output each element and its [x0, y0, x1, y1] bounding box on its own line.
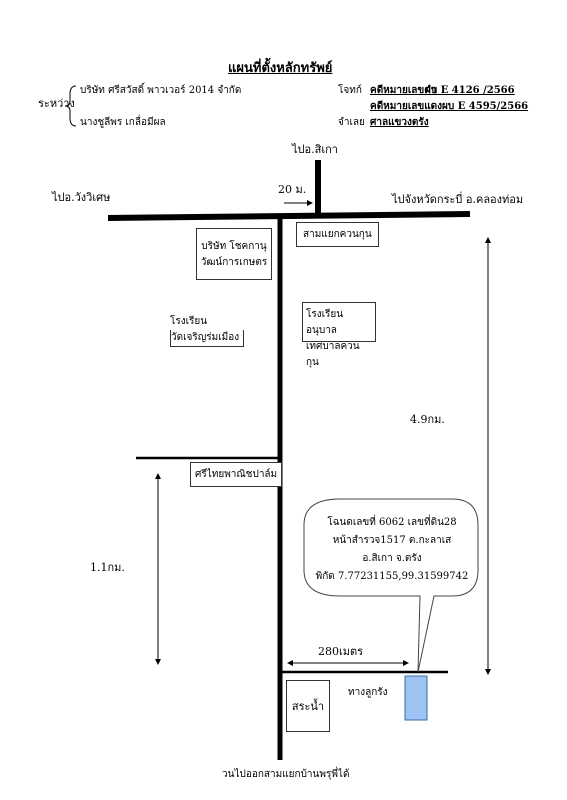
school-left: โรงเรียน วัดเจริญร่มเมือง: [170, 314, 245, 347]
black-case-number: ผบ E 4126 /2566: [425, 85, 515, 96]
junction-box: สามแยกควนกุน: [296, 222, 379, 247]
label-to-wang-wiset: ไปอ.วังวิเศษ: [52, 191, 111, 204]
plaintiff-role: โจทก์: [338, 85, 362, 96]
deed-line-2: หน้าสำรวจ1517 ต.กะลาเส: [332, 535, 452, 546]
brace-icon: [64, 85, 77, 127]
road-top-horizontal: [107, 211, 471, 221]
deed-line-4: พิกัด 7.77231155,99.31599742: [315, 571, 469, 582]
map-title: แผนที่ตั้งหลักทรัพย์: [228, 61, 333, 76]
school-left-line-1: โรงเรียน: [170, 316, 208, 327]
black-case-label: คดีหมายเลขดำ: [370, 85, 437, 96]
defendant-name: นางชูลีพร เกลื่อมีผล: [80, 117, 166, 128]
school-right-line-2: เทศบาลควนกุน: [306, 341, 360, 368]
red-case-number: ผบ E 4595/2566: [442, 101, 529, 112]
between-label: ระหว่าง: [38, 97, 75, 110]
school-left-line-2: วัดเจริญร่มเมือง: [170, 330, 245, 347]
court-name: ศาลแขวงตรัง: [370, 117, 429, 128]
junction-label: สามแยกควนกุน: [303, 229, 372, 240]
land-plot: [404, 675, 428, 721]
label-distance-1-1km: 1.1กม.: [90, 561, 125, 574]
plaintiff-name: บริษัท ศรีสวัสดิ์ พาวเวอร์ 2014 จำกัด: [80, 85, 242, 96]
sritrang-box: ศรีไทยพาณิชปาล์ม: [190, 462, 283, 487]
school-right-box: โรงเรียนอนุบาล เทศบาลควนกุน: [302, 302, 376, 368]
label-to-krabi: ไปจังหวัดกระบี่ อ.คลองท่อม: [392, 193, 524, 206]
pond-box: สระน้ำ: [286, 680, 330, 732]
deed-info: โฉนดเลขที่ 6062 เลขที่ดิน28 หน้าสำรวจ151…: [306, 514, 478, 586]
callout-bubble: [303, 498, 479, 673]
defendant-role: จำเลย: [338, 117, 365, 128]
label-distance-280m: 280เมตร: [318, 645, 364, 658]
school-right-line-1: โรงเรียนอนุบาล: [306, 309, 344, 336]
company-box: บริษัท โชคกานุ วัฒน์การเกษตร: [196, 228, 272, 280]
deed-line-1: โฉนดเลขที่ 6062 เลขที่ดิน28: [327, 517, 457, 528]
red-case-label: คดีหมายเลขแดง: [370, 101, 443, 112]
label-to-sikao: ไปอ.สิเกา: [292, 143, 338, 156]
label-distance-4-9km: 4.9กม.: [410, 413, 445, 426]
label-bottom-road: วนไปออกสามแยกบ้านพรุพี่ได้: [222, 769, 350, 780]
pond-label: สระน้ำ: [291, 700, 325, 713]
label-lane: ทางลูกรัง: [348, 687, 388, 698]
company-line-2: วัฒน์การเกษตร: [200, 257, 268, 268]
sritrang-label: ศรีไทยพาณิชปาล์ม: [195, 469, 278, 480]
deed-line-3: อ.สิเกา จ.ตรัง: [362, 553, 422, 564]
company-line-1: บริษัท โชคกานุ: [201, 241, 267, 252]
label-distance-20m: 20 ม.: [278, 183, 307, 196]
